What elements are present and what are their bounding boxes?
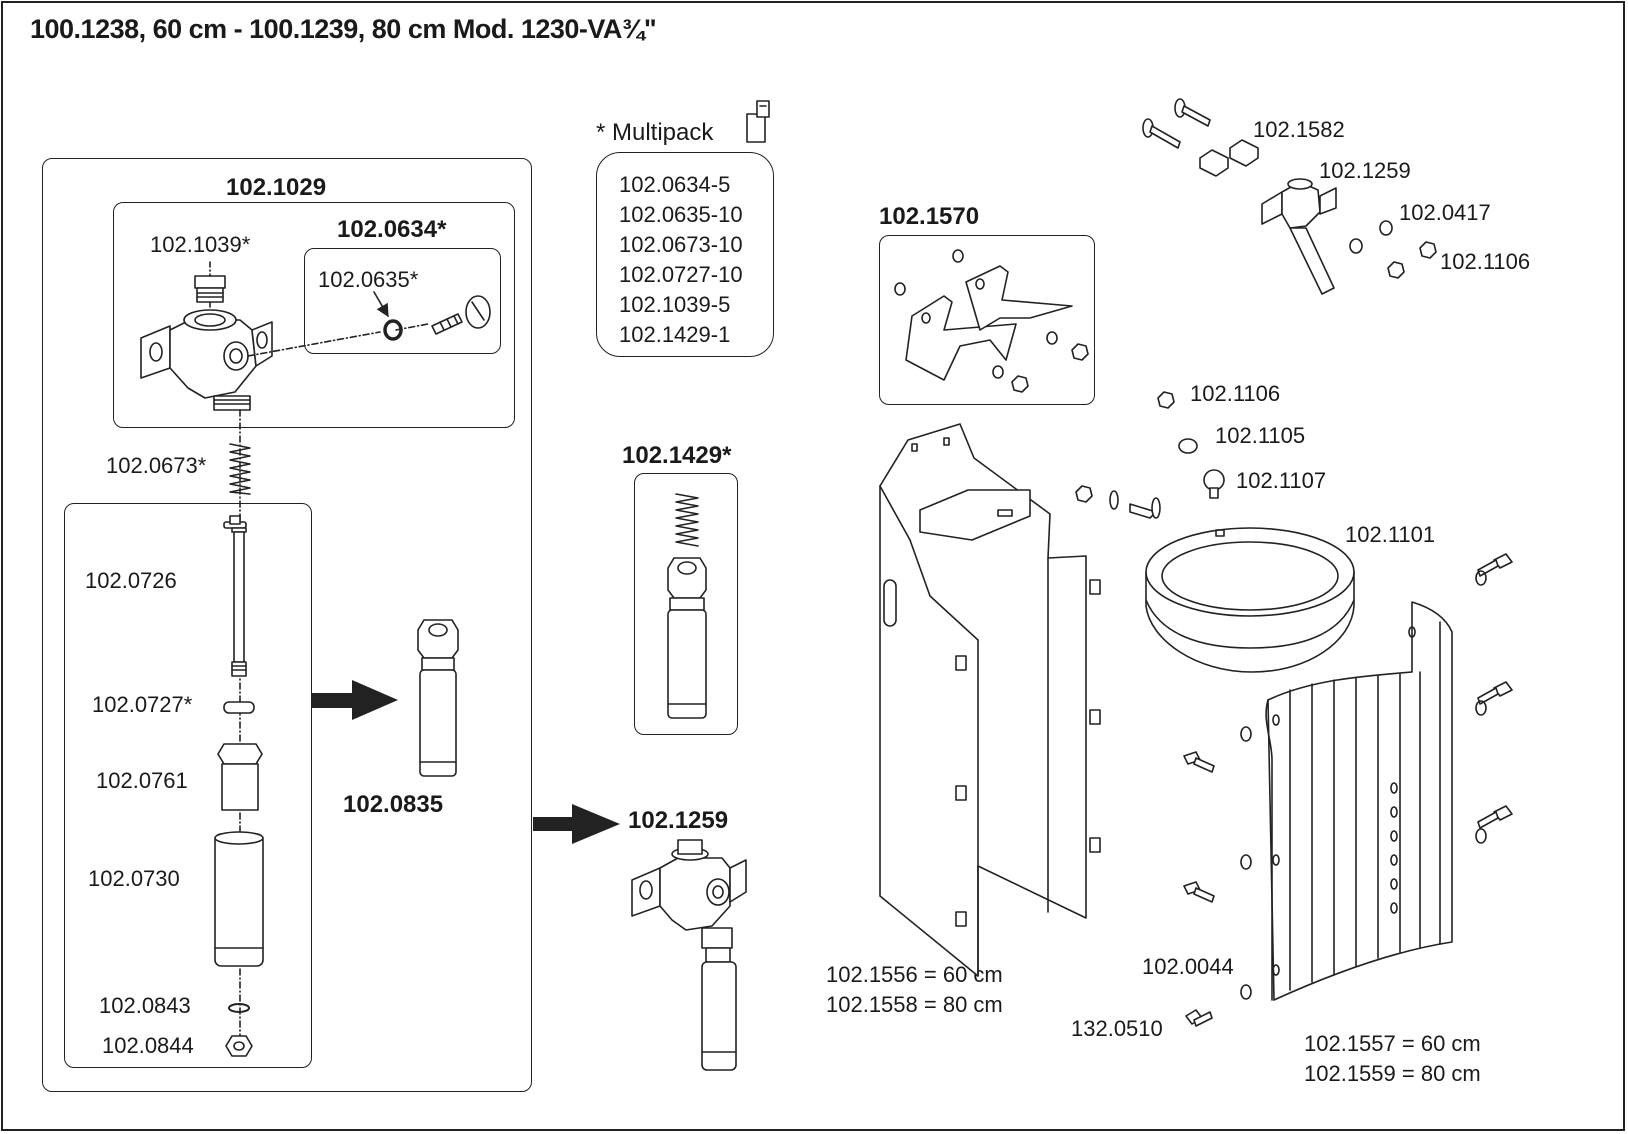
group-box-102-0634 [304,248,501,354]
part-label-102-1039: 102.1039* [150,232,251,257]
arrow-icon [312,680,620,844]
group-box-stem [64,503,312,1068]
page-title: 100.1238, 60 cm - 100.1239, 80 cm Mod. 1… [30,14,657,44]
part-label-102-0726: 102.0726 [85,568,177,593]
multipack-list: 102.0634-5 102.0635-10 102.0673-10 102.0… [596,152,774,357]
part-label-132-0510: 132.0510 [1071,1016,1163,1041]
screw-icon [431,295,491,335]
part-label-102-0844: 102.0844 [102,1033,194,1058]
washer-icon [1240,570,1487,1000]
part-label-102-0635: 102.0635* [318,267,419,292]
part-label-102-1559: 102.1559 = 80 cm [1304,1061,1481,1086]
spring-icon [675,493,699,547]
multipack-item: 102.1039-5 [619,292,731,317]
group-box-valve [113,202,515,428]
part-label-102-1105: 102.1105 [1215,423,1306,448]
part-label-102-1106-top: 102.1106 [1440,249,1531,274]
multipack-label: * Multipack [596,119,714,146]
multipack-item: 102.0673-10 [619,232,743,257]
spacer-icon [1199,139,1259,177]
sleeve-assembly-icon [667,557,707,719]
part-label-102-1557: 102.1557 = 60 cm [1304,1031,1481,1056]
panel-icon [879,423,1101,977]
bolt-icon [1129,469,1225,519]
multipack-item: 102.0727-10 [619,262,743,287]
nut-icon [225,1035,253,1057]
valve-body-icon [140,309,273,411]
part-label-102-0044: 102.0044 [1142,954,1234,979]
washer-icon [1109,438,1198,510]
washer-icon [1349,220,1393,254]
nipple-icon [217,743,263,811]
group-label-102-1029: 102.1029 [226,174,327,201]
part-label-102-0761: 102.0761 [96,768,188,793]
part-label-102-0417: 102.0417 [1399,200,1491,225]
multipack-item: 102.0634-5 [619,172,731,197]
part-label-102-0673: 102.0673* [106,453,207,478]
bolt-icon [1142,98,1211,149]
part-label-102-1107: 102.1107 [1236,468,1327,493]
part-label-102-1582: 102.1582 [1253,117,1345,142]
part-label-102-1106: 102.1106 [1190,381,1281,406]
sleeve-icon [214,831,264,967]
valve-assembly-icon [631,839,747,1071]
group-box-102-1570 [879,235,1095,405]
multipack-item: 102.1429-1 [619,322,731,347]
bolt-icon [1183,553,1513,1027]
part-label-102-0843: 102.0843 [99,993,191,1018]
group-box-102-1429 [634,473,738,735]
part-label-102-1101: 102.1101 [1345,522,1436,547]
small-washer-icon [228,1003,250,1013]
valve-assembly-icon [1261,178,1337,295]
curved-panel-icon [1265,601,1453,1001]
nut-icon [1387,241,1437,279]
group-label-102-1429: 102.1429* [622,442,732,469]
plug-icon [194,275,226,303]
o-ring-icon [383,319,403,341]
multipack-item: 102.0635-10 [619,202,743,227]
washer-icon [223,701,255,714]
part-label-102-0727: 102.0727* [92,692,193,717]
part-label-102-1259: 102.1259 [1319,158,1411,183]
part-label-102-1259-bottom: 102.1259 [628,807,729,834]
spring-icon [229,443,251,495]
group-label-102-1570: 102.1570 [879,203,980,230]
ring-icon [1145,527,1355,673]
stem-icon [223,515,247,677]
nut-icon [1075,391,1175,503]
part-label-102-0730: 102.0730 [88,866,180,891]
group-box-102-1029 [42,158,532,1092]
sleeve-assembly-icon [417,619,459,777]
part-label-102-1556: 102.1556 = 60 cm [826,962,1003,987]
part-label-102-0835: 102.0835 [343,791,444,818]
group-label-102-0634: 102.0634* [337,216,447,243]
part-label-102-1558: 102.1558 = 80 cm [826,992,1003,1017]
bracket-icon [894,249,1089,393]
box-icon [746,100,770,143]
